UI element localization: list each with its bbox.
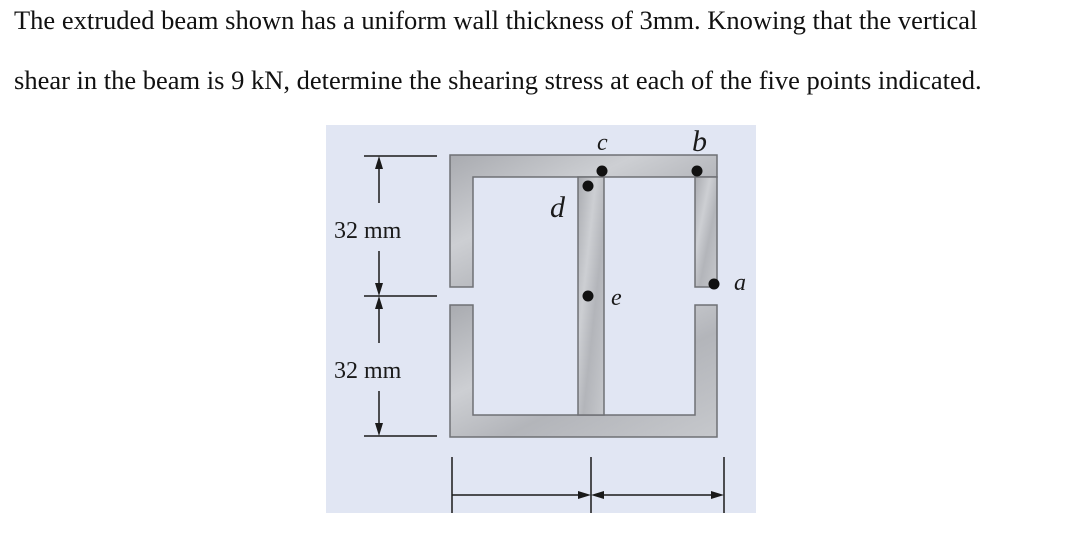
problem-line-1: The extruded beam shown has a uniform wa… bbox=[14, 5, 978, 35]
point-d-label: d bbox=[550, 191, 566, 224]
point-b-marker bbox=[691, 165, 703, 177]
dim-upper-arrowhead-bottom bbox=[375, 283, 383, 296]
width-arrowhead-right-span-start bbox=[591, 491, 604, 499]
problem-line-2: shear in the beam is 9 kN, determine the… bbox=[14, 65, 982, 95]
right-upper-wall bbox=[694, 176, 718, 288]
width-dimensions bbox=[451, 457, 725, 513]
width-arrowhead-left-span bbox=[578, 491, 591, 499]
point-a-marker bbox=[708, 278, 720, 290]
problem-statement: The extruded beam shown has a uniform wa… bbox=[14, 0, 1078, 97]
beam-cross-section-figure: 32 mm 32 mm c b d e a bbox=[326, 125, 756, 513]
top-flange-and-left-upper-wall bbox=[449, 154, 718, 288]
dim-lower-arrowhead-top bbox=[375, 296, 383, 309]
beam-section bbox=[449, 154, 718, 438]
dim-lower-arrowhead-bottom bbox=[375, 423, 383, 436]
beam-figure-svg: 32 mm 32 mm c b d e a bbox=[326, 125, 756, 513]
point-b-label: b bbox=[692, 125, 707, 158]
width-arrowhead-right-span-end bbox=[711, 491, 724, 499]
point-d-marker bbox=[582, 180, 594, 192]
point-c-label: c bbox=[597, 130, 608, 156]
height-dimensions bbox=[364, 155, 437, 437]
point-e-marker bbox=[582, 290, 594, 302]
dim-label-upper-height: 32 mm bbox=[334, 218, 402, 244]
bottom-flange-and-side-lower-walls bbox=[449, 304, 718, 438]
dim-upper-arrowhead-top bbox=[375, 156, 383, 169]
figure-background bbox=[326, 125, 756, 513]
point-a-label: a bbox=[734, 270, 746, 296]
point-e-label: e bbox=[611, 285, 622, 311]
point-c-marker bbox=[596, 165, 608, 177]
dim-label-lower-height: 32 mm bbox=[334, 358, 402, 384]
stress-points bbox=[582, 165, 720, 302]
